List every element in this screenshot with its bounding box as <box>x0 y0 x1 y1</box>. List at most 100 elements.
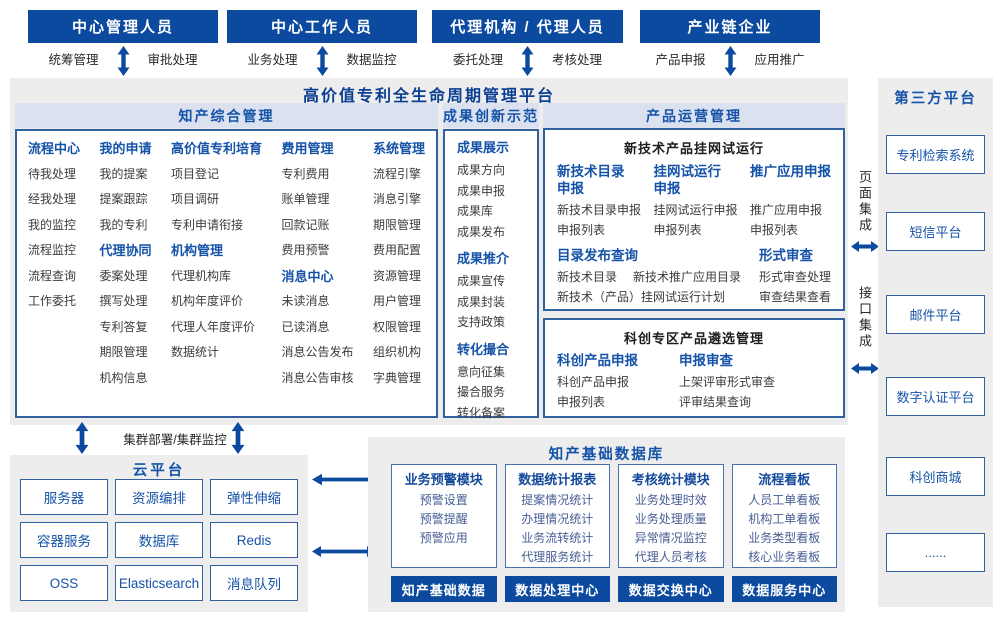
db-module: 业务预警模块 预警设置 预警提醒 预警应用 <box>391 464 497 568</box>
menu-column: 推广应用申报 推广应用申报 申报列表 <box>750 159 831 240</box>
db-module: 考核统计模块 业务处理时效 业务处理质量 异常情况监控 代理人员考核 <box>618 464 724 568</box>
role-group-center-staff: 中心工作人员 业务处理 数据监控 <box>227 10 417 76</box>
menu-group-header: 成果展示 <box>457 140 510 155</box>
vertical-double-arrow-icon <box>724 46 737 76</box>
menu-group-header: 系统管理 <box>372 141 425 156</box>
menu-item: 待我处理 <box>28 166 77 181</box>
db-module-item: 业务类型看板 <box>748 531 821 545</box>
menu-item: 消息公告审核 <box>281 370 354 385</box>
role-title: 中心管理人员 <box>28 10 218 43</box>
menu-group-header: 费用管理 <box>281 141 334 156</box>
menu-item: 数据统计 <box>170 345 219 359</box>
menu-group-header: 代理协同 <box>99 243 152 258</box>
menu-column: 系统管理 流程引擎 消息引擎 期限管理 费用配置 资源管理 用户管理 权限管理 … <box>373 136 425 411</box>
db-module-header: 考核统计模块 <box>631 472 710 487</box>
role-activity: 业务处理 <box>247 53 298 67</box>
menu-item: 费用预警 <box>281 243 330 257</box>
menu-item: 经我处理 <box>28 192 77 206</box>
cloud-service-box: 服务器 <box>20 479 108 515</box>
db-module-item: 业务流转统计 <box>521 531 594 545</box>
menu-item: 组织机构 <box>372 345 421 359</box>
db-module-item: 预警设置 <box>419 493 468 507</box>
section-header-ip-management: 知产综合管理 <box>15 103 438 128</box>
vertical-double-arrow-icon <box>117 46 130 76</box>
menu-item: 消息引擎 <box>372 192 421 206</box>
menu-item: 流程监控 <box>28 243 77 257</box>
achievement-box: 成果展示 成果方向 成果申报 成果库 成果发布 成果推介 成果宣传 成果封装 支… <box>443 129 539 420</box>
cloud-service-box: 弹性伸缩 <box>210 479 298 515</box>
third-party-item: ...... <box>886 533 985 572</box>
role-activity: 统筹管理 <box>48 53 99 67</box>
db-module: 数据统计报表 提案情况统计 办理情况统计 业务流转统计 代理服务统计 <box>504 464 610 568</box>
horizontal-double-arrow-icon <box>312 545 376 558</box>
menu-item: 新技术目录申报 <box>557 203 642 217</box>
new-tech-trial-box: 新技术产品挂网试运行 新技术目录申报 新技术目录申报 申报列表 挂网试运行申报 … <box>543 128 845 311</box>
menu-item: 新技术（产品）挂网试运行计划 <box>557 290 726 304</box>
db-bottom-button: 数据处理中心 <box>504 576 610 602</box>
box-title: 科创专区产品遴选管理 <box>623 331 764 346</box>
menu-item: 回款记账 <box>281 217 330 232</box>
menu-item: 形式审查处理 <box>758 270 831 284</box>
vertical-double-arrow-icon <box>75 422 89 454</box>
menu-item: 申报列表 <box>557 223 606 237</box>
menu-item: 代理人年度评价 <box>170 319 255 334</box>
role-activity: 产品申报 <box>655 53 706 67</box>
platform-title: 高价值专利全生命周期管理平台 <box>302 88 555 105</box>
menu-group-header: 我的申请 <box>99 141 152 156</box>
horizontal-double-arrow-icon <box>851 240 879 253</box>
section-header-achievement: 成果创新示范 <box>443 103 539 128</box>
role-group-center-managers: 中心管理人员 统筹管理 审批处理 <box>28 10 218 76</box>
menu-item: 上架评审形式审查 <box>679 375 776 389</box>
menu-group-header: 挂网试运行申报 <box>653 164 722 196</box>
menu-item: 撰写处理 <box>99 294 148 308</box>
db-module: 流程看板 人员工单看板 机构工单看板 业务类型看板 核心业务看板 <box>731 464 837 568</box>
menu-column: 新技术目录申报 新技术目录申报 申报列表 <box>557 159 641 240</box>
role-group-agencies: 代理机构 / 代理人员 委托处理 考核处理 <box>432 10 623 76</box>
menu-group-header: 申报审查 <box>679 353 733 368</box>
menu-group-header: 推广应用申报 <box>750 164 831 179</box>
menu-item: 专利申请衔接 <box>170 217 243 232</box>
db-module-item: 业务处理质量 <box>634 512 707 526</box>
sci-tech-selection-box: 科创专区产品遴选管理 科创产品申报 科创产品申报 申报列表 申报审查 上架评审形… <box>543 318 845 418</box>
role-activity: 应用推广 <box>754 53 805 67</box>
db-module-item: 预警提醒 <box>419 512 468 526</box>
menu-column: 高价值专利培育 项目登记 项目调研 专利申请衔接 机构管理 代理机构库 机构年度… <box>171 136 262 411</box>
menu-item: 字典管理 <box>372 370 421 385</box>
menu-item: 已读消息 <box>281 319 330 334</box>
menu-column: 科创产品申报 科创产品申报 申报列表 <box>557 350 638 412</box>
menu-item: 审查结果查看 <box>758 290 831 304</box>
role-title: 中心工作人员 <box>227 10 417 43</box>
cloud-platform-panel: 云平台 服务器 资源编排 弹性伸缩 容器服务 数据库 Redis OSS Ela… <box>10 455 308 612</box>
page-integration-label: 页面集成 <box>857 170 872 234</box>
cloud-service-box: OSS <box>20 565 108 601</box>
db-bottom-button: 知产基础数据 <box>391 576 497 602</box>
menu-item: 权限管理 <box>372 319 421 334</box>
role-activity: 审批处理 <box>147 53 198 67</box>
menu-item: 消息公告发布 <box>281 345 354 359</box>
vertical-double-arrow-icon <box>521 46 534 76</box>
db-module-header: 业务预警模块 <box>404 472 483 487</box>
menu-group-header: 机构管理 <box>170 243 223 258</box>
menu-item: 意向征集 <box>457 364 506 379</box>
role-group-industry-enterprises: 产业链企业 产品申报 应用推广 <box>640 10 820 76</box>
db-module-item: 核心业务看板 <box>748 550 821 564</box>
ip-base-database-title: 知产基础数据库 <box>548 447 665 463</box>
menu-item: 期限管理 <box>372 217 421 232</box>
menu-item: 专利答复 <box>99 319 148 334</box>
db-module-item: 办理情况统计 <box>521 512 594 526</box>
menu-item: 资源管理 <box>372 268 421 283</box>
vertical-double-arrow-icon <box>231 422 245 454</box>
cloud-service-box: Elasticsearch <box>115 565 203 601</box>
menu-item: 委案处理 <box>99 268 148 283</box>
db-bottom-button: 数据服务中心 <box>731 576 837 602</box>
menu-column: 费用管理 专利费用 账单管理 回款记账 费用预警 消息中心 未读消息 已读消息 … <box>281 136 353 411</box>
menu-group-header: 目录发布查询 <box>557 248 638 263</box>
role-activity: 考核处理 <box>552 53 603 67</box>
menu-group-header: 转化撮合 <box>457 341 510 357</box>
cloud-service-box: 消息队列 <box>210 565 298 601</box>
menu-item: 未读消息 <box>281 294 330 308</box>
menu-group-header: 形式审查 <box>758 248 813 263</box>
menu-group-header: 消息中心 <box>281 268 334 284</box>
menu-item: 账单管理 <box>281 192 330 206</box>
